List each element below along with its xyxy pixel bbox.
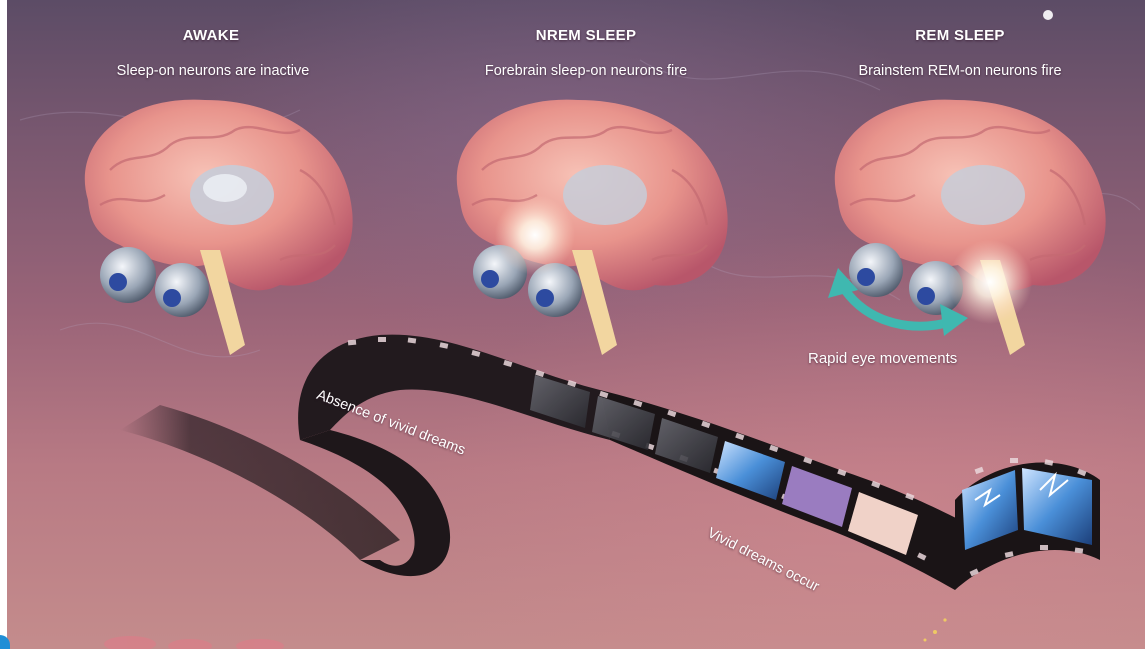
left-border <box>0 0 7 649</box>
column-title-rem: REM SLEEP <box>915 27 1004 44</box>
brain-nrem <box>457 100 728 355</box>
brainstem-glow <box>948 240 1032 324</box>
column-subtitle-rem: Brainstem REM-on neurons fire <box>858 63 1061 79</box>
column-title-awake: AWAKE <box>183 27 240 44</box>
column-subtitle-nrem: Forebrain sleep-on neurons fire <box>485 63 687 79</box>
sparkles <box>924 618 947 641</box>
brain-rem <box>828 100 1106 355</box>
rapid-eye-movements-label: Rapid eye movements <box>808 350 957 367</box>
bottom-blobs <box>104 636 284 649</box>
forebrain-glow <box>495 195 575 275</box>
film-strip <box>120 335 1100 590</box>
brain-awake <box>85 100 353 355</box>
column-subtitle-awake: Sleep-on neurons are inactive <box>117 63 310 79</box>
column-title-nrem: NREM SLEEP <box>536 27 637 44</box>
